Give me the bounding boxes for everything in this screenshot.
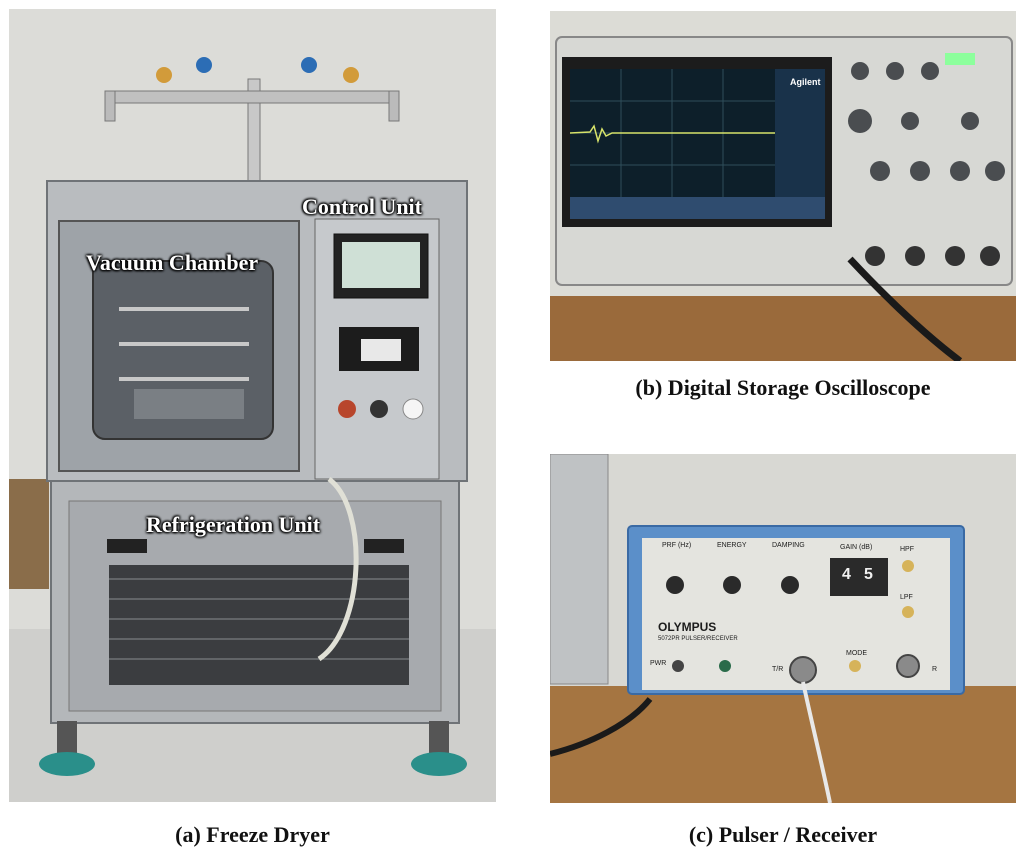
- caption-freeze-dryer: (a) Freeze Dryer: [175, 822, 330, 847]
- freeze-dryer-photo: [9, 9, 496, 802]
- pulser-knob-label-gain: GAIN (dB): [840, 544, 873, 551]
- pulser-knob-label-pwr: PWR: [650, 660, 667, 667]
- pulser-knob-label-mode: MODE: [846, 650, 867, 657]
- control-unit-label: Control Unit: [302, 194, 422, 219]
- pulser-brand-label: OLYMPUS: [658, 620, 717, 634]
- pulser-knob-label-prf: PRF (Hz): [662, 542, 692, 549]
- pulser-knob-label-lpf: LPF: [900, 594, 913, 601]
- refrigeration-unit-label: Refrigeration Unit: [146, 512, 321, 537]
- gain-digit-ones: 5: [864, 566, 873, 583]
- oscilloscope-photo: Agilent: [550, 11, 1016, 361]
- pulser-knob-label-damping: DAMPING: [772, 542, 805, 549]
- pulser-knob-label-energy: ENERGY: [717, 542, 747, 549]
- pulser-receiver-illustration: [550, 454, 1016, 803]
- vacuum-chamber-label: Vacuum Chamber: [86, 250, 259, 275]
- pulser-knob-label-tr: T/R: [772, 666, 784, 673]
- pulser-knob-label-r: R: [932, 666, 938, 673]
- oscilloscope-illustration: [550, 11, 1016, 361]
- caption-oscilloscope: (b) Digital Storage Oscilloscope: [635, 375, 931, 400]
- gain-digit-tens: 4: [842, 566, 851, 583]
- caption-pulser-receiver: (c) Pulser / Receiver: [688, 822, 878, 847]
- freeze-dryer-illustration: [9, 9, 496, 802]
- pulser-knob-label-hpf: HPF: [900, 546, 914, 553]
- oscilloscope-brand-label: Agilent: [790, 77, 821, 87]
- pulser-receiver-photo: OLYMPUS 5072PR PULSER/RECEIVER PRF (Hz) …: [550, 454, 1016, 803]
- pulser-model-label: 5072PR PULSER/RECEIVER: [658, 636, 738, 642]
